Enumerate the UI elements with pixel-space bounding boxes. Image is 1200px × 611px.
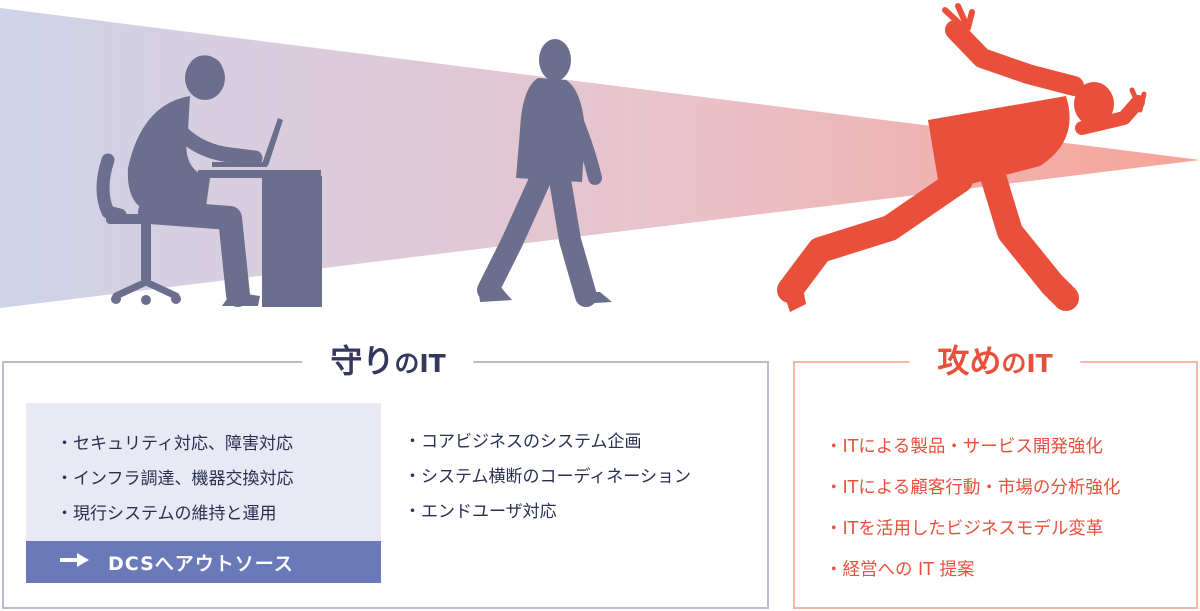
sitting-worker-icon xyxy=(96,55,322,307)
offensive-it-list: ITによる製品・サービス開発強化 ITによる顧客行動・市場の分析強化 ITを活用… xyxy=(825,427,1121,591)
outsourced-tasks-panel: セキュリティ対応、障害対応 インフラ調達、機器交換対応 現行システムの維持と運用… xyxy=(26,403,381,583)
transition-illustration xyxy=(0,3,1200,312)
defensive-it-title-main: 守り xyxy=(330,342,395,380)
offensive-it-title-main: 攻め xyxy=(937,342,1002,380)
retained-task-item: コアビジネスのシステム企画 xyxy=(404,425,691,460)
retained-task-item: エンドユーザ対応 xyxy=(404,495,691,530)
arrow-right-icon xyxy=(60,551,90,573)
offensive-it-item: ITによる顧客行動・市場の分析強化 xyxy=(825,468,1121,509)
offensive-it-item: ITによる製品・サービス開発強化 xyxy=(825,427,1120,468)
defensive-it-title-suffix: のIT xyxy=(394,349,446,378)
walking-man-icon xyxy=(477,39,612,307)
defensive-it-panel: 守りのIT セキュリティ対応、障害対応 インフラ調達、機器交換対応 現行システム… xyxy=(2,341,769,609)
outsourced-task-list: セキュリティ対応、障害対応 インフラ調達、機器交換対応 現行システムの維持と運用 xyxy=(56,427,294,532)
defensive-it-title: 守りのIT xyxy=(302,341,474,384)
outsource-label: DCSへアウトソース xyxy=(108,552,294,575)
offensive-it-panel: 攻めのIT ITによる製品・サービス開発強化 ITによる顧客行動・市場の分析強化… xyxy=(793,341,1198,609)
offensive-it-item: 経営への IT 提案 xyxy=(825,550,1120,591)
offensive-it-title: 攻めのIT xyxy=(909,341,1081,384)
outsource-banner: DCSへアウトソース xyxy=(26,541,381,583)
outsourced-task-item: 現行システムの維持と運用 xyxy=(56,497,294,532)
retained-task-item: システム横断のコーディネーション xyxy=(404,460,691,495)
outsourced-task-item: セキュリティ対応、障害対応 xyxy=(56,427,294,462)
offensive-it-title-suffix: のIT xyxy=(1001,349,1053,378)
outsourced-task-item: インフラ調達、機器交換対応 xyxy=(56,462,294,497)
retained-task-list: コアビジネスのシステム企画 システム横断のコーディネーション エンドユーザ対応 xyxy=(404,425,691,530)
offensive-it-item: ITを活用したビジネスモデル変革 xyxy=(825,509,1120,550)
sprinting-runner-icon xyxy=(777,3,1147,312)
